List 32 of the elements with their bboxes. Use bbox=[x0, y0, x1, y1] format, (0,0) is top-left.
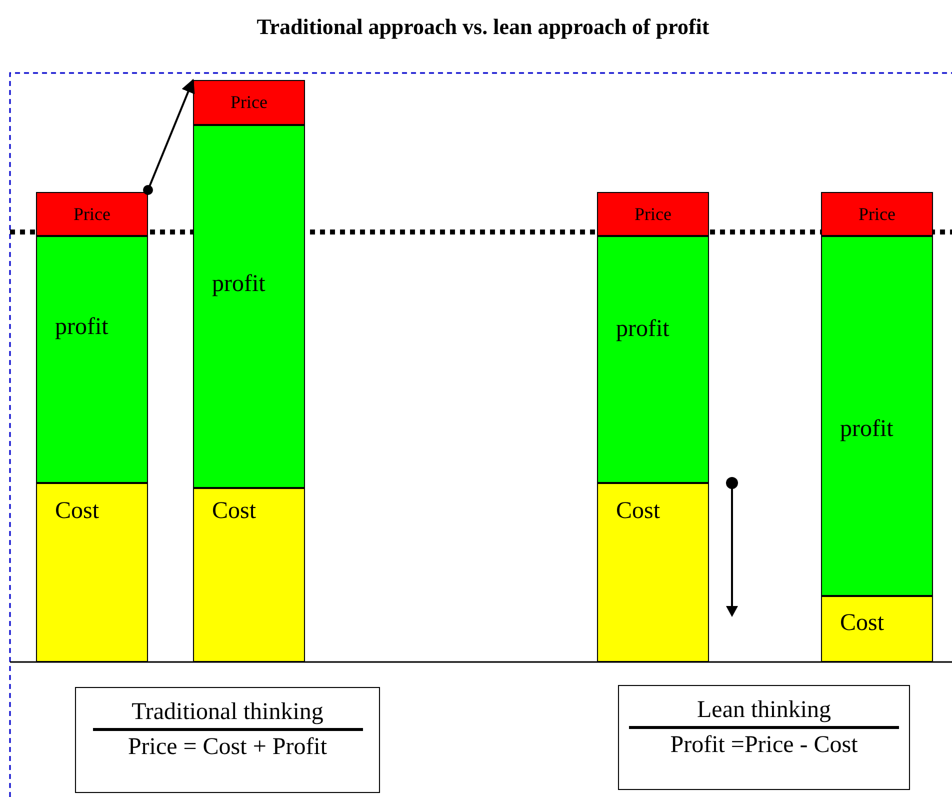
profit-segment bbox=[597, 236, 709, 483]
formula-box bbox=[618, 685, 910, 790]
cost-segment bbox=[193, 488, 305, 662]
formula-heading: Traditional thinking bbox=[132, 698, 324, 726]
segment-label: profit bbox=[55, 313, 108, 341]
segment-label: Cost bbox=[840, 609, 884, 637]
formula-heading: Lean thinking bbox=[697, 696, 831, 724]
formula-text: Price = Cost + Profit bbox=[128, 733, 328, 761]
price-segment bbox=[193, 80, 305, 125]
segment-label: Cost bbox=[55, 497, 100, 525]
formula-box bbox=[75, 687, 380, 793]
profit-segment bbox=[821, 236, 933, 596]
segment-label: Cost bbox=[616, 497, 660, 525]
price-segment bbox=[821, 192, 933, 236]
formula-text: Profit =Price - Cost bbox=[670, 731, 858, 759]
cost-segment bbox=[821, 596, 933, 662]
segment-label: Cost bbox=[212, 497, 256, 525]
segment-label: Price bbox=[858, 204, 896, 224]
profit-segment bbox=[36, 236, 148, 483]
price-segment bbox=[597, 192, 709, 236]
segment-label: profit bbox=[840, 415, 894, 443]
segment-label: Price bbox=[634, 204, 672, 224]
profit-segment bbox=[193, 125, 305, 488]
cost-segment bbox=[36, 483, 148, 662]
diagram-title: Traditional approach vs. lean approach of profit bbox=[256, 13, 710, 41]
arrow bbox=[143, 78, 195, 195]
cost-segment bbox=[597, 483, 709, 662]
price-segment bbox=[36, 192, 148, 236]
segment-label: Price bbox=[72, 204, 112, 224]
segment-label: Price bbox=[230, 92, 268, 112]
segment-label: profit bbox=[212, 270, 266, 298]
segment-label: profit bbox=[616, 315, 670, 343]
